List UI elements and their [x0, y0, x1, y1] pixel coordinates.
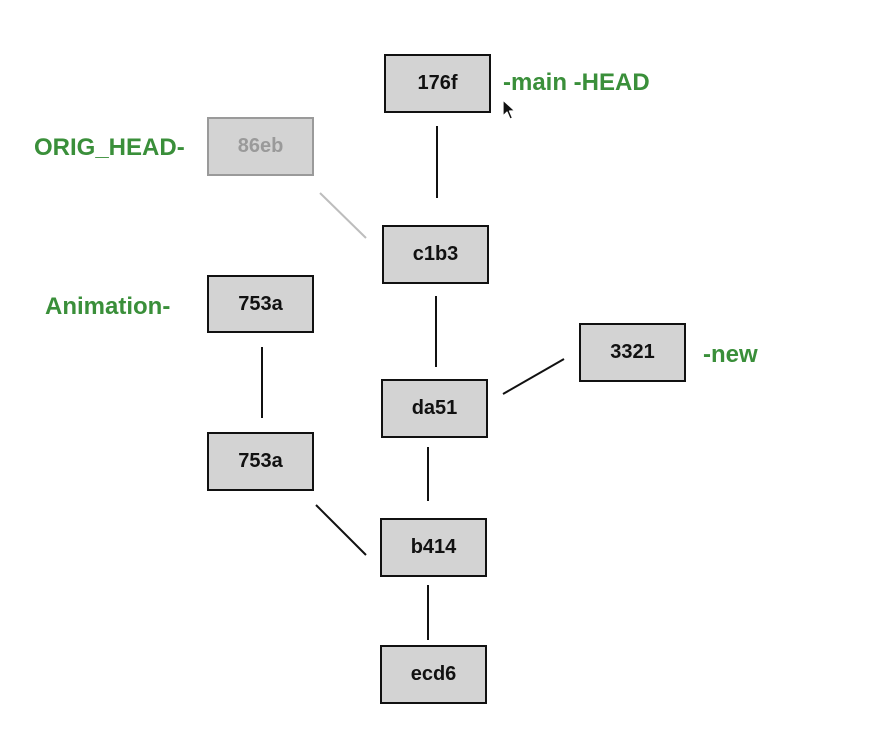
ref-label-main-head: -main -HEAD: [503, 69, 650, 96]
commit-node-753a-bottom[interactable]: 753a: [207, 432, 314, 491]
commit-node-753a-top[interactable]: 753a: [207, 275, 314, 333]
ref-label-animation: Animation-: [45, 293, 171, 320]
commit-node-b414[interactable]: b414: [380, 518, 487, 577]
ref-label-orig-head: ORIG_HEAD-: [34, 134, 185, 161]
commit-node-c1b3[interactable]: c1b3: [382, 225, 489, 284]
edge-3321-da51: [502, 358, 565, 395]
ref-label-new: -new: [703, 341, 758, 368]
commit-node-3321[interactable]: 3321: [579, 323, 686, 382]
commit-node-176f[interactable]: 176f: [384, 54, 491, 113]
mouse-pointer-icon: [502, 99, 516, 120]
edge-86eb-c1b3: [319, 192, 367, 239]
commit-node-da51[interactable]: da51: [381, 379, 488, 438]
edge-753a-b414: [315, 504, 367, 556]
commit-node-ecd6[interactable]: ecd6: [380, 645, 487, 704]
commit-node-86eb[interactable]: 86eb: [207, 117, 314, 176]
